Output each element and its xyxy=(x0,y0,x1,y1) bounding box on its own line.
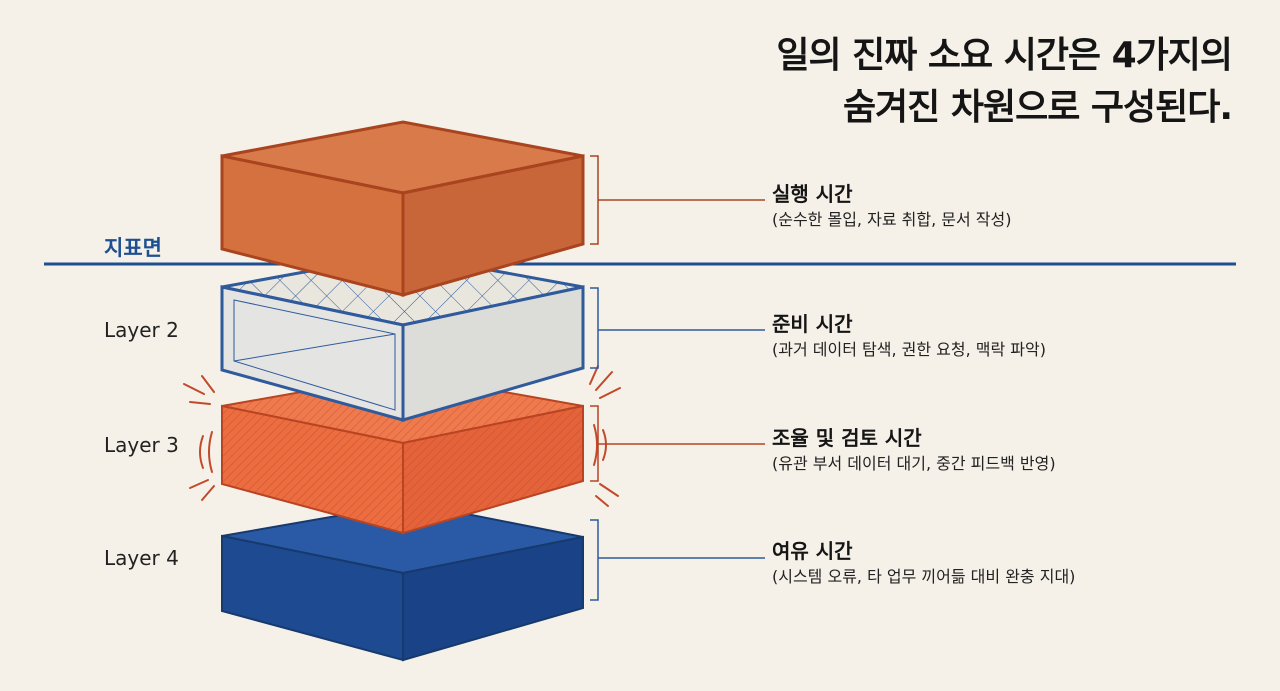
block-buffer-right xyxy=(402,535,584,662)
desc-coordination: 조율 및 검토 시간 (유관 부서 데이터 대기, 중간 피드백 반영) xyxy=(772,424,1056,476)
desc-buffer: 여유 시간 (시스템 오류, 타 업무 끼어듦 대비 완충 지대) xyxy=(772,537,1075,589)
desc-coordination-detail: (유관 부서 데이터 대기, 중간 피드백 반영) xyxy=(772,454,1056,473)
desc-execution: 실행 시간 (순수한 몰입, 자료 취합, 문서 작성) xyxy=(772,180,1011,232)
desc-execution-name: 실행 시간 xyxy=(772,182,853,206)
desc-preparation-detail: (과거 데이터 탐색, 권한 요청, 맥락 파악) xyxy=(772,340,1046,359)
bracket-execution xyxy=(590,155,765,245)
block-preparation-right xyxy=(401,285,585,422)
side-label-layer-3: Layer 3 xyxy=(104,433,179,457)
title-line-2: 숨겨진 차원으로 구성된다. xyxy=(842,87,1233,128)
bracket-coordination xyxy=(590,405,765,482)
vibration-marks xyxy=(183,365,621,507)
block-execution-right xyxy=(401,154,585,297)
block-coordination-time xyxy=(221,372,584,535)
block-execution-time xyxy=(220,120,585,297)
desc-coordination-name: 조율 및 검토 시간 xyxy=(772,426,922,450)
surface-label: 지표면 xyxy=(104,236,162,260)
block-buffer-time xyxy=(221,501,584,662)
bracket-buffer xyxy=(590,519,765,601)
side-label-layer-2: Layer 2 xyxy=(104,318,179,342)
page-title: 일의 진짜 소요 시간은 4가지의 숨겨진 차원으로 구성된다. xyxy=(776,30,1233,134)
side-label-layer-4: Layer 4 xyxy=(104,546,179,570)
desc-buffer-name: 여유 시간 xyxy=(772,539,853,563)
desc-preparation-name: 준비 시간 xyxy=(772,312,853,336)
desc-execution-detail: (순수한 몰입, 자료 취합, 문서 작성) xyxy=(772,210,1012,229)
title-line-1: 일의 진짜 소요 시간은 4가지의 xyxy=(776,35,1233,76)
bracket-preparation xyxy=(590,287,765,369)
desc-preparation: 준비 시간 (과거 데이터 탐색, 권한 요청, 맥락 파악) xyxy=(772,310,1046,362)
desc-buffer-detail: (시스템 오류, 타 업무 끼어듦 대비 완충 지대) xyxy=(772,567,1076,586)
